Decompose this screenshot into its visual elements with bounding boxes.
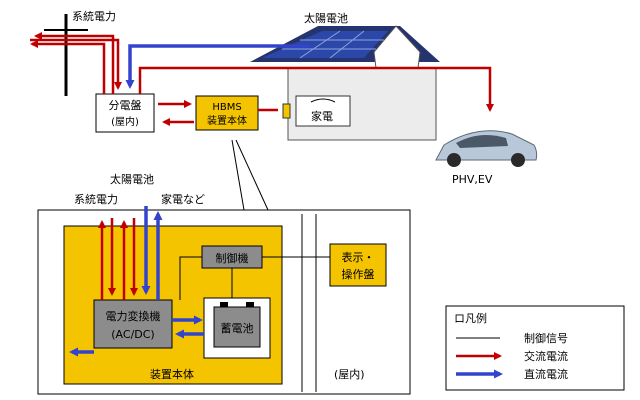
converter-label: 電力変換機 [106, 309, 161, 323]
breaker-panel-label: 分電盤 [109, 99, 142, 112]
legend-box [445, 305, 625, 391]
legend-ac-label: 交流電流 [524, 349, 568, 363]
hbms-device-box [195, 95, 259, 131]
indoor-label: (屋内) [334, 367, 365, 381]
detail-dc-flows [69, 206, 204, 357]
top-dc-flow [125, 44, 310, 89]
appliance-box [295, 95, 351, 127]
breaker-panel-box [95, 93, 155, 133]
detail-solar-label: 太陽電池 [110, 173, 154, 186]
display-panel-label: 表示・ [342, 250, 375, 264]
detail-appliances-label: 家電など [161, 192, 205, 206]
legend-title: ロ凡例 [454, 311, 487, 325]
callout-line-left [231, 139, 245, 211]
converter-box [93, 299, 173, 349]
controller-label: 制御機 [216, 251, 249, 265]
hbms-device-label: HBMS [212, 102, 241, 113]
utility-pole-icon [44, 14, 88, 96]
control-signal-lines [179, 256, 330, 300]
detail-grid-label: 系統電力 [74, 192, 118, 206]
house-icon [250, 25, 440, 141]
vehicle-label: PHV,EV [452, 173, 493, 186]
solar-panel-icon [262, 30, 388, 59]
battery-icon [213, 306, 261, 348]
legend-control-label: 制御信号 [524, 331, 568, 345]
appliance-outlet [282, 103, 291, 119]
detail-ac-flows [98, 218, 138, 300]
vehicle-icon [435, 130, 538, 167]
legend-dc-label: 直流電流 [524, 367, 568, 381]
device-body-label: 装置本体 [150, 367, 194, 381]
appliance-label: 家電 [311, 109, 333, 123]
battery-terminal-right [246, 302, 254, 307]
grid-power-label: 系統電力 [72, 9, 116, 23]
top-ac-flows [30, 32, 494, 126]
appliance-lamp-icon [310, 98, 336, 103]
callout-line-right [235, 139, 269, 211]
display-panel-sublabel: 操作盤 [342, 267, 375, 281]
battery-terminal-left [220, 302, 228, 307]
hbms-device-sublabel: 装置本体 [207, 114, 247, 127]
battery-label: 蓄電池 [221, 322, 254, 335]
converter-sublabel: (AC/DC) [111, 328, 154, 341]
display-panel-box [329, 243, 387, 287]
solar-panel-label: 太陽電池 [304, 12, 348, 25]
breaker-panel-sublabel: (屋内) [111, 115, 139, 128]
